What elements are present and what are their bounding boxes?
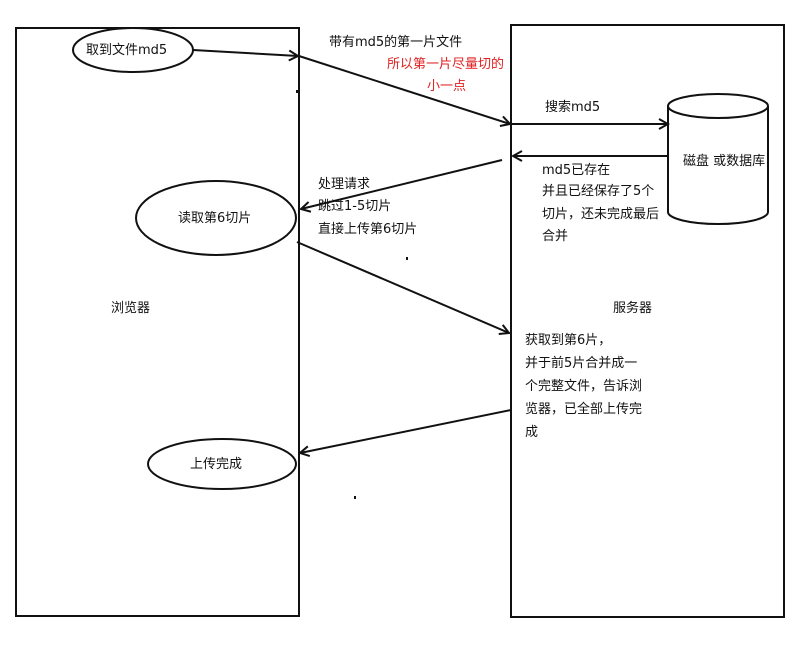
server-merge-line-4: 览器，已全部上传完 xyxy=(525,402,643,417)
arrow-process-request xyxy=(301,159,503,209)
arrow-upload-slice6 xyxy=(296,241,509,333)
md5-exists-line-4: 合并 xyxy=(542,229,569,244)
md5-exists-line-1: md5已存在 xyxy=(542,163,611,178)
browser-lane xyxy=(15,27,300,617)
stray-mark xyxy=(354,496,356,499)
process-request-line-2: 跳过1-5切片 xyxy=(318,199,392,214)
server-merge-line-5: 成 xyxy=(525,425,539,440)
upload-done-label: 上传完成 xyxy=(190,457,243,472)
first-slice-note-2: 小一点 xyxy=(427,79,467,94)
md5-exists-line-2: 并且已经保存了5个 xyxy=(542,184,655,199)
search-md5-label: 搜索md5 xyxy=(545,100,601,115)
process-request-line-1: 处理请求 xyxy=(318,177,371,192)
server-merge-line-2: 并于前5片合并成一 xyxy=(525,356,638,371)
stray-mark xyxy=(296,90,298,93)
storage-label: 磁盘 或数据库 xyxy=(683,154,766,169)
stray-mark xyxy=(406,257,408,260)
first-slice-note-1: 所以第一片尽量切的 xyxy=(387,57,505,72)
upload-done-ellipse xyxy=(147,438,297,490)
arrow-first-slice xyxy=(298,55,510,124)
server-label: 服务器 xyxy=(613,301,653,316)
first-slice-label: 带有md5的第一片文件 xyxy=(329,35,463,50)
server-merge-line-3: 个完整文件，告诉浏 xyxy=(525,379,643,394)
read-md5-label: 取到文件md5 xyxy=(86,43,168,58)
server-lane xyxy=(510,24,785,618)
md5-exists-line-3: 切片，还未完成最后 xyxy=(542,207,660,222)
process-request-line-3: 直接上传第6切片 xyxy=(318,222,418,237)
read-slice6-ellipse xyxy=(135,180,297,256)
arrow-md5-to-lane xyxy=(192,49,298,56)
arrow-upload-complete xyxy=(300,409,512,453)
read-slice6-label: 读取第6切片 xyxy=(178,211,252,226)
server-merge-line-1: 获取到第6片， xyxy=(525,333,612,348)
browser-label: 浏览器 xyxy=(111,301,151,316)
